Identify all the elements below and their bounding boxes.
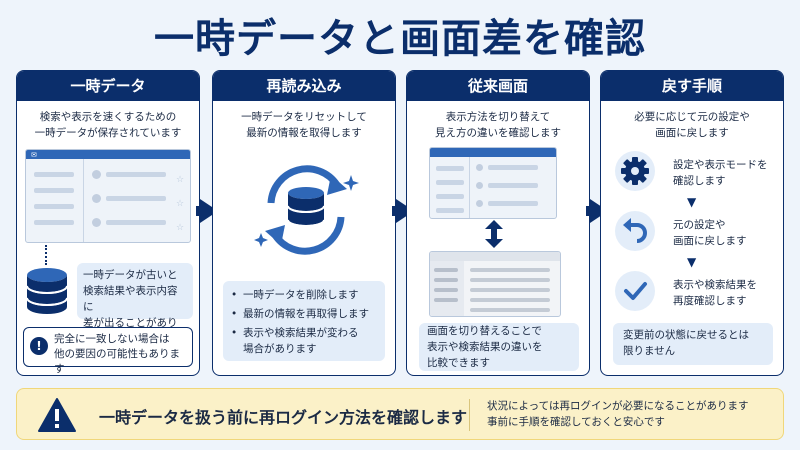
step-icon-circle bbox=[615, 271, 655, 311]
bottom-banner: 一時データを扱う前に再ログイン方法を確認します 状況によっては再ログインが必要に… bbox=[16, 388, 784, 440]
temp-data-warning: ! 完全に一致しない場合は 他の要因の可能性もあります bbox=[23, 327, 193, 375]
step-text: 表示や検索結果を 再度確認します bbox=[673, 279, 757, 307]
card-description: 必要に応じて元の設定や 画面に戻します bbox=[634, 111, 750, 139]
revert-note: 変更前の状態に戻せるとは 限りません bbox=[613, 323, 773, 365]
arrow-down-icon: ▼ bbox=[687, 195, 697, 209]
step-icon-circle bbox=[615, 211, 655, 251]
temp-data-note: 一時データが古いと 検索結果や表示内容に 差が出ることがあります bbox=[77, 263, 193, 345]
card-description: 一時データをリセットして 最新の情報を取得します bbox=[241, 111, 367, 139]
card-description: 検索や表示を速くするための 一時データが保存されています bbox=[34, 111, 182, 139]
exclamation-icon: ! bbox=[30, 337, 48, 355]
database-icon bbox=[26, 268, 68, 314]
card-temp-data: 一時データ 検索や表示を速くするための 一時データが保存されています ✉ ☆☆☆… bbox=[16, 70, 200, 376]
mail-icon: ✉ bbox=[31, 151, 37, 159]
swap-vertical-icon bbox=[485, 220, 503, 248]
card-reload: 再読み込み 一時データをリセットして 最新の情報を取得します 一時データを削除し… bbox=[212, 70, 396, 376]
card-description: 表示方法を切り替えて 見え方の違いを確認します bbox=[435, 111, 561, 139]
step-text: 設定や表示モードを 確認します bbox=[673, 159, 768, 187]
banner-main-text: 一時データを扱う前に再ログイン方法を確認します bbox=[99, 408, 468, 427]
step-icon-circle bbox=[615, 151, 655, 191]
warning-triangle-icon bbox=[38, 398, 76, 432]
card-header: 戻す手順 bbox=[601, 71, 783, 101]
legacy-view-window bbox=[429, 251, 561, 317]
new-view-window bbox=[429, 147, 557, 219]
card-legacy-view: 従来画面 表示方法を切り替えて 見え方の違いを確認します 画面を切り替えることで bbox=[406, 70, 590, 376]
arrow-right-icon bbox=[586, 199, 608, 223]
page-title: 一時データと画面差を確認 bbox=[154, 16, 646, 62]
reload-steps: 一時データを削除します 最新の情報を再取得します 表示や検索結果が変わる 場合が… bbox=[223, 281, 385, 361]
card-header: 従来画面 bbox=[407, 71, 589, 101]
undo-icon bbox=[623, 218, 647, 243]
check-icon bbox=[624, 282, 647, 300]
browser-window-illustration: ✉ ☆☆☆ bbox=[25, 149, 191, 243]
card-header: 再読み込み bbox=[213, 71, 395, 101]
legacy-view-note: 画面を切り替えることで 表示や検索結果の違いを 比較できます bbox=[419, 323, 579, 371]
star-icon: ☆☆☆ bbox=[176, 175, 185, 233]
refresh-database-icon bbox=[254, 165, 359, 255]
arrow-right-icon bbox=[392, 199, 414, 223]
arrow-right-icon bbox=[196, 199, 218, 223]
card-revert-steps: 戻す手順 必要に応じて元の設定や 画面に戻します 設定や表示モードを 確認します… bbox=[600, 70, 784, 376]
arrow-down-icon: ▼ bbox=[687, 255, 697, 269]
gear-icon bbox=[621, 157, 649, 185]
step-text: 元の設定や 画面に戻します bbox=[673, 219, 747, 247]
banner-sub-text: 状況によっては再ログインが必要になることがあります 事前に手順を確認しておくと安… bbox=[487, 400, 749, 428]
card-header: 一時データ bbox=[17, 71, 199, 101]
